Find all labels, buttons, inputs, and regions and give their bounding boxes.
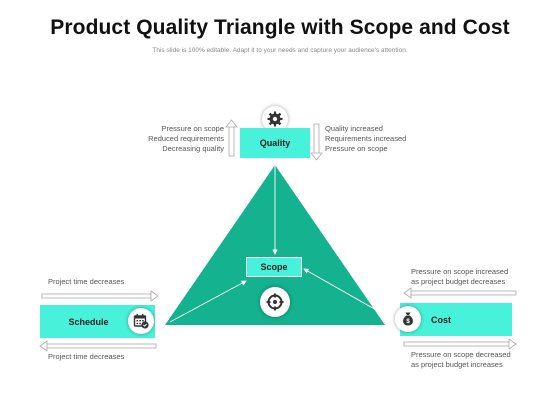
quality-left-note: Reduced requirements [148, 134, 224, 143]
cost-bottom-arrow [403, 338, 517, 350]
cost-top-note: Pressure on scope increased [411, 267, 509, 276]
schedule-label: Schedule [68, 316, 109, 327]
cost-top-arrow [403, 287, 517, 299]
page-subtitle: This slide is 100% editable. Adapt it to… [152, 47, 408, 54]
schedule-top-arrow [41, 290, 159, 302]
cost-bottom-note: as project budget increases [411, 360, 503, 369]
cost-top-notes: Pressure on scope increased as project b… [411, 267, 551, 287]
quality-left-note: Decreasing quality [162, 144, 224, 153]
quality-right-note: Requirements increased [325, 134, 407, 143]
svg-text:$: $ [406, 318, 410, 325]
quality-right-note: Pressure on scope [325, 144, 388, 153]
quality-box: Quality [240, 128, 310, 158]
arrow-cost-to-scope [303, 268, 393, 320]
scope-box: Scope [246, 257, 302, 277]
cost-top-note: as project budget decreases [411, 277, 506, 286]
cost-label: Cost [431, 314, 451, 325]
quality-up-arrow [225, 119, 238, 157]
target-icon [260, 287, 290, 317]
money-bag-icon: $ [395, 306, 421, 332]
cost-bottom-notes: Pressure on scope decreased as project b… [411, 350, 551, 370]
gear-icon [262, 106, 288, 132]
quality-right-note: Quality increased [325, 124, 383, 133]
calendar-icon [128, 308, 154, 334]
schedule-bottom-arrow [39, 340, 157, 352]
arrow-schedule-to-scope [169, 280, 247, 323]
cost-bottom-note: Pressure on scope decreased [411, 350, 511, 359]
schedule-bottom-note: Project time decreases [48, 352, 125, 361]
schedule-top-note: Project time decreases [48, 277, 125, 286]
quality-down-arrow [310, 123, 323, 161]
quality-left-note: Pressure on scope [161, 124, 224, 133]
quality-right-notes: Quality increased Requirements increased… [325, 124, 445, 154]
quality-label: Quality [259, 138, 291, 148]
scope-label: Scope [260, 262, 288, 272]
page-title: Product Quality Triangle with Scope and … [50, 16, 510, 39]
quality-left-notes: Pressure on scope Reduced requirements D… [116, 124, 224, 154]
